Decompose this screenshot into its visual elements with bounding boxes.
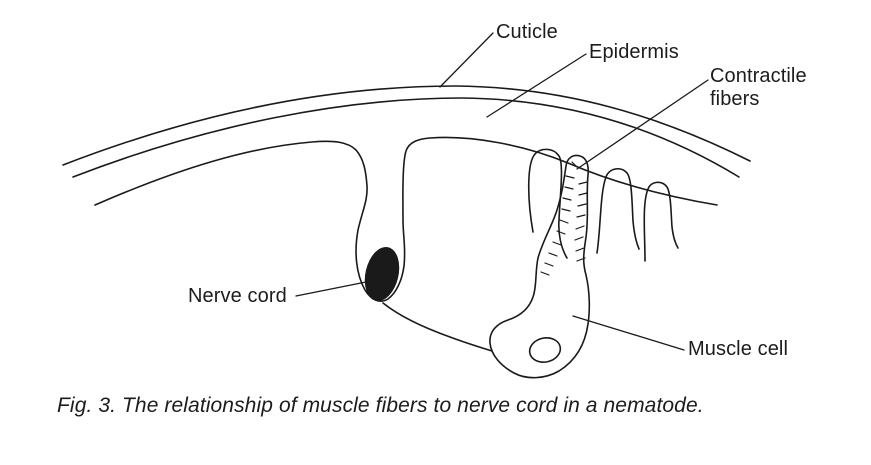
contractile-fiber-hatching: [540, 161, 588, 276]
muscle-fiber-right-2: [643, 181, 679, 262]
cuticle-inner-line: [72, 97, 740, 178]
contractile-fibers-leader-line: [576, 79, 709, 170]
muscle-fiber-left: [527, 148, 568, 259]
muscle-fiber-right-1: [596, 168, 640, 254]
muscle-cell-nucleus: [528, 337, 562, 363]
nerve-cord-blob: [364, 246, 400, 302]
contractile-fibers-label: Contractile fibers: [710, 65, 807, 110]
cuticle-outer-line: [62, 85, 751, 166]
nerve-cord-leader-line: [295, 281, 367, 297]
nerve-cord-label: Nerve cord: [188, 285, 287, 307]
nerve-to-muscle-process-line: [382, 302, 493, 352]
epidermis-line-and-nerve-pouch: [94, 136, 718, 302]
muscle-cell-label: Muscle cell: [688, 338, 789, 360]
figure-caption: Fig. 3. The relationship of muscle fiber…: [57, 394, 704, 417]
cuticle-leader-line: [439, 32, 494, 88]
muscle-cell-outline: [489, 154, 591, 379]
epidermis-leader-line: [486, 53, 587, 118]
muscle-cell-leader-line: [572, 315, 685, 351]
cuticle-label: Cuticle: [496, 21, 558, 43]
epidermis-label: Epidermis: [589, 41, 679, 63]
